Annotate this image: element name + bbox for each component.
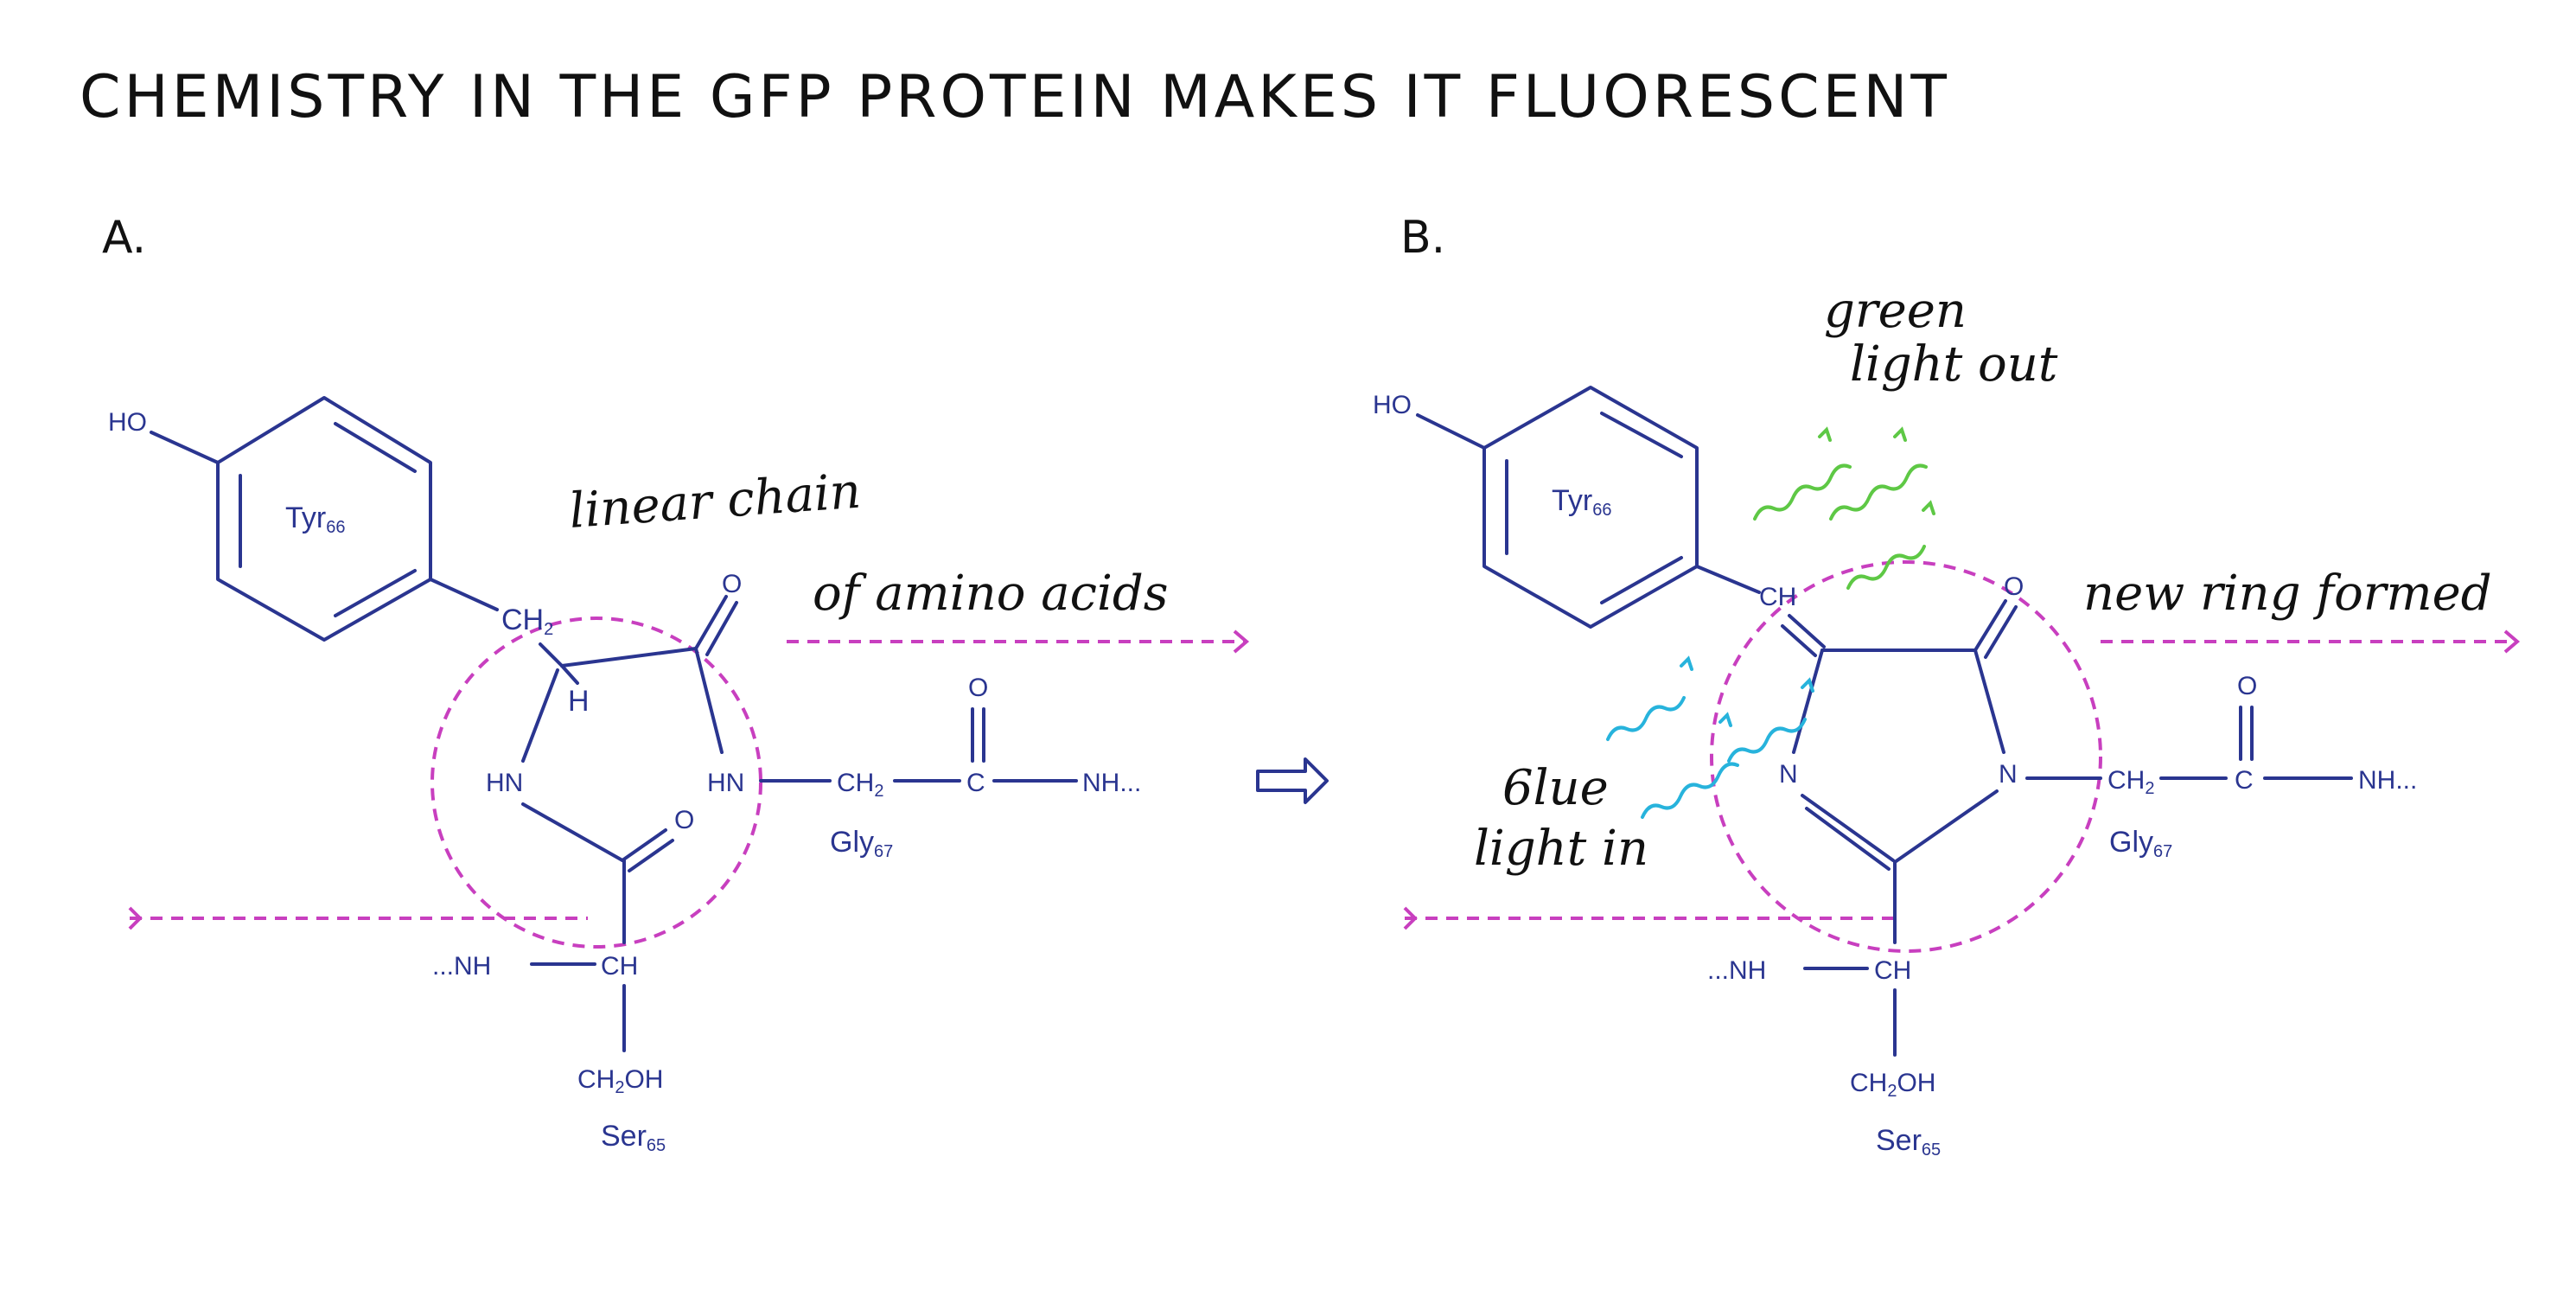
panel-a-arrowhead-out <box>1233 629 1250 654</box>
panel-a-hn-c-bond <box>521 802 624 862</box>
panel-a-ring-to-ch2 <box>429 578 499 611</box>
panel-a-ch2-c-bond <box>539 642 564 668</box>
panel-a-hn1: HN <box>486 769 523 797</box>
panel-a-gly-ch2: CH2 <box>837 769 883 801</box>
panel-b-arrowhead-in <box>1403 906 1418 930</box>
panel-b-co-bond-2 <box>1984 605 2018 659</box>
panel-a-c: C <box>966 769 985 797</box>
panel-b-nh-end: NH... <box>2358 766 2417 795</box>
panel-b-ho: HO <box>1373 391 1412 419</box>
panel-a-ho: HO <box>108 408 147 437</box>
panel-a-ser-label: Ser65 <box>601 1120 666 1155</box>
panel-a-c-h-bond <box>560 664 579 685</box>
panel-b-c: C <box>2235 766 2254 795</box>
panel-b: B. HO Tyr66 CH O N N <box>1373 212 2521 1160</box>
panel-b-ho-bond <box>1416 413 1486 450</box>
panel-a-o2: O <box>674 806 694 834</box>
panel-b-n-right: N <box>1999 760 2018 789</box>
panel-a-gly-label: Gly67 <box>830 826 893 861</box>
panel-b-o2: O <box>2237 672 2257 700</box>
reaction-arrow <box>1256 757 1329 804</box>
panel-b-ch: CH <box>1874 956 1911 985</box>
blue-light-squiggles <box>1606 655 1814 819</box>
panel-a-annotation-line2: of amino acids <box>813 565 1168 622</box>
panel-b-n-c-double-2 <box>1805 807 1891 871</box>
panel-a-o3: O <box>968 674 988 702</box>
panel-a: A. HO Tyr66 CH2 H O HN O <box>102 212 1250 1155</box>
panel-b-ser-label: Ser65 <box>1876 1124 1941 1160</box>
panel-a-c-hn-bond <box>521 668 559 763</box>
panel-b-ring-right <box>1973 648 2005 754</box>
panel-a-carbonyl-hn-bond <box>694 647 724 754</box>
panel-a-h: H <box>568 685 590 718</box>
diagram-title: CHEMISTRY IN THE GFP PROTEIN MAKES IT FL… <box>80 63 1950 131</box>
panel-b-o1: O <box>2004 572 2024 601</box>
panel-b-blue-line2: light in <box>1474 821 1648 877</box>
panel-b-annotation-ring: new ring formed <box>2083 565 2492 622</box>
panel-b-blue-line1: 6lue <box>1502 760 1609 816</box>
panel-a-c-carbonyl-bond <box>560 647 698 668</box>
panel-a-arrowhead-in <box>128 906 143 930</box>
panel-b-ch-top: CH <box>1759 583 1796 611</box>
panel-b-co-bond-1 <box>1973 599 2007 652</box>
panel-b-ring-to-ch <box>1695 565 1761 594</box>
panel-b-ch2oh: CH2OH <box>1850 1069 1935 1101</box>
panel-b-arrowhead-out <box>2503 629 2521 654</box>
panel-b-ring-circle <box>1710 560 2102 953</box>
panel-b-c-n-right <box>1893 789 1999 864</box>
panel-a-ch2: CH2 <box>501 604 553 639</box>
panel-b-green-line2: light out <box>1850 336 2058 393</box>
panel-b-ch-c-double-2 <box>1781 624 1817 657</box>
panel-b-n-c-double-1 <box>1801 794 1895 862</box>
panel-a-o1: O <box>722 570 742 598</box>
panel-a-co-bond-2 <box>705 601 738 656</box>
panel-a-tyr-label: Tyr66 <box>285 502 345 537</box>
panel-a-hn2: HN <box>707 769 744 797</box>
panel-a-co-bond-1 <box>694 595 728 650</box>
panel-b-ch-c-double-1 <box>1788 614 1826 648</box>
panel-b-nh-start: ...NH <box>1707 956 1766 985</box>
panel-b-label: B. <box>1400 212 1445 264</box>
panel-a-nh-end: NH... <box>1082 769 1141 797</box>
panel-a-nh-start: ...NH <box>432 952 491 981</box>
green-light-squiggles <box>1753 426 1935 590</box>
panel-a-co2-bond-2 <box>628 839 674 872</box>
panel-a-annotation-line1: linear chain <box>567 463 862 540</box>
panel-a-ch2oh: CH2OH <box>577 1065 663 1097</box>
panel-a-label: A. <box>102 212 146 264</box>
panel-b-gly-label: Gly67 <box>2109 826 2172 861</box>
panel-a-ch: CH <box>601 952 638 981</box>
panel-b-gly-ch2: CH2 <box>2107 766 2154 798</box>
panel-b-tyr-label: Tyr66 <box>1552 484 1611 520</box>
panel-b-ring-left <box>1792 648 1824 754</box>
panel-a-co2-bond-1 <box>621 828 667 862</box>
panel-a-ho-bond <box>150 431 220 464</box>
panel-b-n-left: N <box>1779 760 1798 789</box>
panel-b-green-line1: green <box>1824 283 1967 339</box>
